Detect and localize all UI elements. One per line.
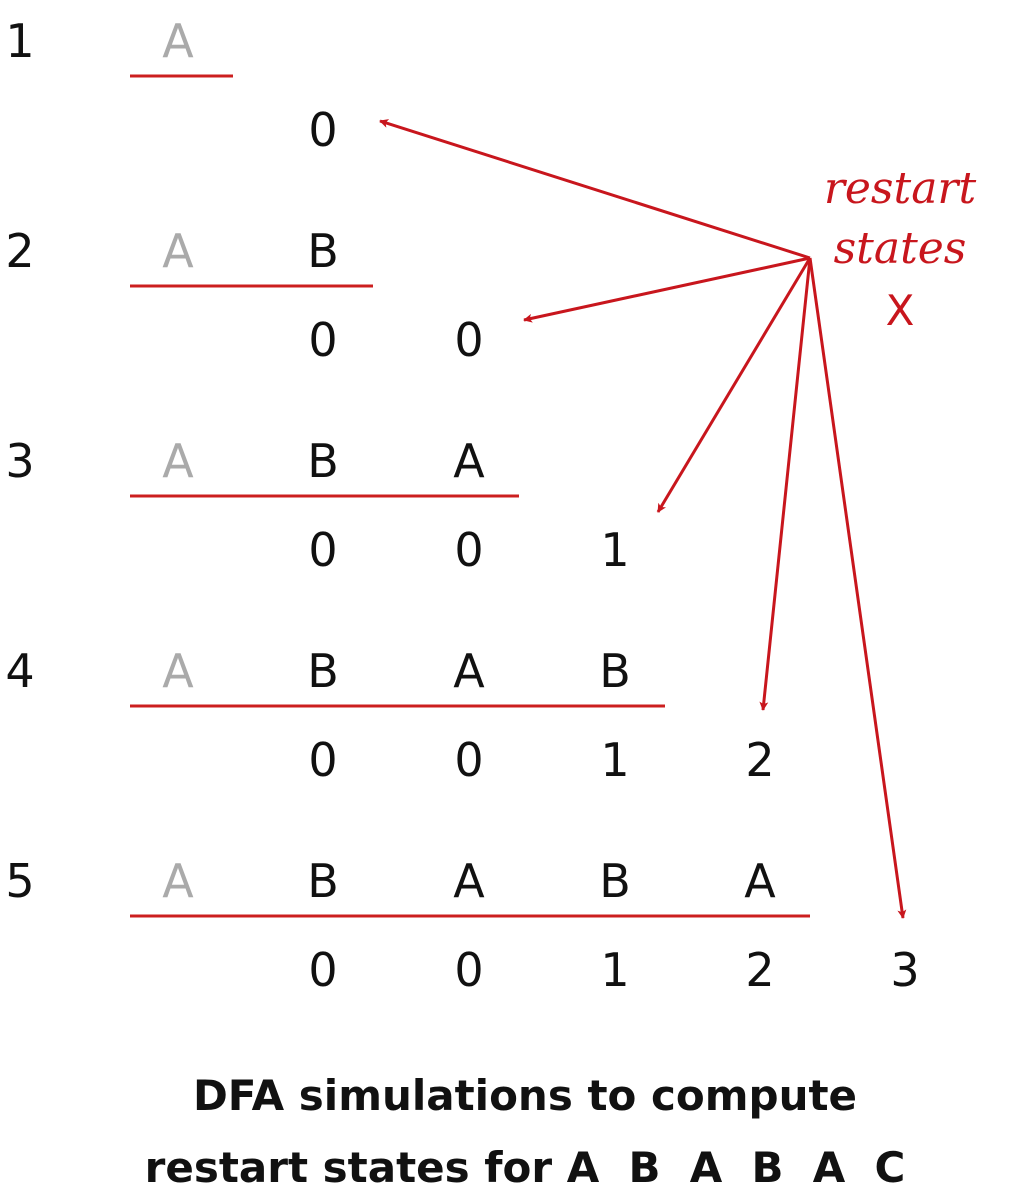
row-number: 3 — [5, 434, 34, 488]
pattern-symbol: A — [744, 854, 776, 908]
pattern-symbol-first: A — [162, 644, 194, 698]
pattern-symbol-first: A — [162, 224, 194, 278]
state-value: 2 — [745, 943, 774, 997]
sim-row: 1 A 0 — [5, 14, 337, 157]
restart-arrow-4 — [759, 257, 812, 711]
sim-row: 5 A B A B A 0 0 1 2 3 — [5, 854, 919, 997]
pattern-symbol-first: A — [162, 854, 194, 908]
state-value: 1 — [600, 943, 629, 997]
caption-line-2: restart states for A B A B A C — [145, 1143, 906, 1192]
state-value: 2 — [745, 733, 774, 787]
state-value: 0 — [308, 313, 337, 367]
state-value: 0 — [308, 523, 337, 577]
state-value: 0 — [454, 733, 483, 787]
state-value: 3 — [890, 943, 919, 997]
restart-states-label: restart states X — [824, 163, 977, 335]
state-value: 0 — [454, 313, 483, 367]
state-value: 0 — [308, 733, 337, 787]
pattern-symbol-first: A — [162, 14, 194, 68]
label-line-states: states — [834, 223, 967, 274]
pattern-symbol: B — [599, 644, 631, 698]
row-number: 1 — [5, 14, 34, 68]
restart-arrow-1 — [379, 119, 811, 260]
restart-arrow-3 — [656, 257, 812, 513]
pattern-symbol: B — [307, 434, 339, 488]
label-line-restart: restart — [824, 163, 977, 214]
pattern-symbol: B — [307, 224, 339, 278]
pattern-symbol: B — [307, 644, 339, 698]
sim-row: 2 A B 0 0 — [5, 224, 483, 367]
state-value: 1 — [600, 733, 629, 787]
pattern-symbol-first: A — [162, 434, 194, 488]
state-value: 0 — [308, 943, 337, 997]
pattern-symbol: B — [599, 854, 631, 908]
restart-arrows — [379, 119, 907, 919]
row-number: 2 — [5, 224, 34, 278]
sim-row: 4 A B A B 0 0 1 2 — [5, 644, 774, 787]
caption-line-1: DFA simulations to compute — [193, 1071, 857, 1120]
state-value: 0 — [308, 103, 337, 157]
caption: DFA simulations to compute restart state… — [145, 1071, 906, 1192]
label-line-x: X — [886, 286, 915, 335]
pattern-symbol: A — [453, 854, 485, 908]
pattern-symbol: B — [307, 854, 339, 908]
sim-row: 3 A B A 0 0 1 — [5, 434, 629, 577]
row-number: 5 — [5, 854, 34, 908]
state-value: 0 — [454, 943, 483, 997]
restart-arrow-5 — [808, 257, 907, 919]
row-number: 4 — [5, 644, 34, 698]
restart-arrow-2 — [523, 256, 811, 323]
state-value: 0 — [454, 523, 483, 577]
pattern-symbol: A — [453, 644, 485, 698]
state-value: 1 — [600, 523, 629, 577]
pattern-symbol: A — [453, 434, 485, 488]
